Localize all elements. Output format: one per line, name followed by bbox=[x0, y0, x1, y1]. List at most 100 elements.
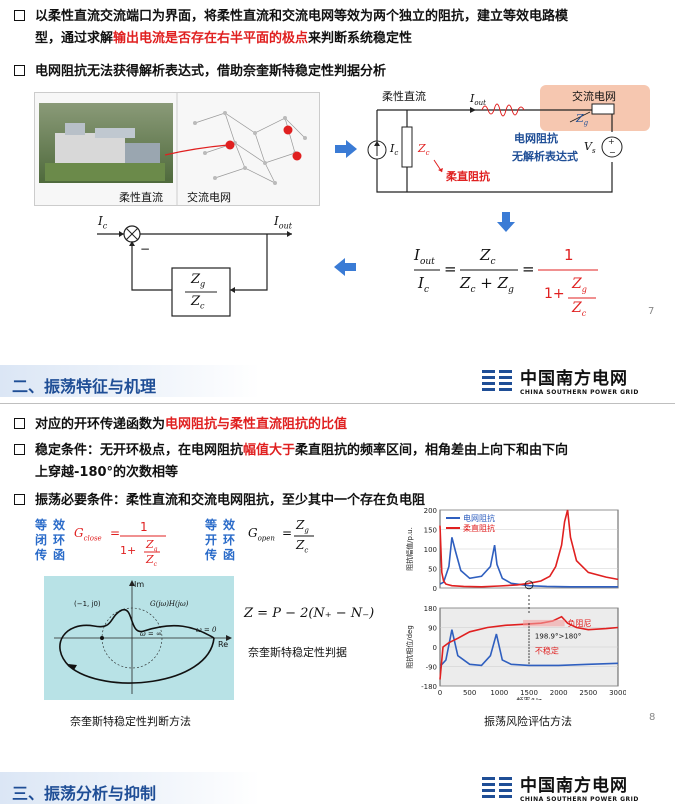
circuit-label-flex-dc: 柔性直流 bbox=[382, 90, 426, 103]
page-number-7: 7 bbox=[648, 306, 655, 317]
formula-lhs-den: Ic bbox=[418, 274, 429, 295]
formula-mid-den: Zc + Zg bbox=[460, 274, 514, 295]
negative-damping-region bbox=[523, 619, 565, 627]
chart-xlabel: 频率/Hz bbox=[516, 696, 542, 700]
nyquist-gh-label: G(jω)H(jω) bbox=[150, 600, 189, 608]
closed-loop-label-col2: 效环函 bbox=[52, 518, 65, 562]
chart-legend-label: 电网阻抗 bbox=[463, 513, 495, 523]
chart-ytick-label: 180 bbox=[424, 605, 437, 613]
chart-xtick-label: 1000 bbox=[490, 689, 508, 697]
formula-rhs-frac-den: Zc bbox=[572, 300, 587, 318]
bullet-4: 稳定条件：无开环极点，在电网阻抗幅值大于柔直阻抗的频率区间，相角差由上向下和由下… bbox=[14, 440, 664, 484]
chart-ytick-label: 200 bbox=[424, 507, 437, 515]
checkbox-bullet-icon bbox=[14, 494, 25, 505]
bullet-highlight: 输出电流是否存在右半平面的极点 bbox=[113, 31, 309, 46]
page-number-8: 8 bbox=[649, 712, 656, 723]
svg-text:+: + bbox=[608, 137, 615, 146]
chart-legend-label: 柔直阻抗 bbox=[463, 523, 495, 533]
chart-series-line-0 bbox=[439, 629, 619, 668]
bullet-1: 以柔性直流交流端口为界面，将柔性直流和交流电网等效为两个独立的阻抗，建立等效电路… bbox=[14, 6, 664, 50]
g-close-num: 1 bbox=[140, 520, 148, 534]
formula-equals-1: = bbox=[444, 260, 457, 278]
company-logo-2: 中国南方电网 CHINA SOUTHERN POWER GRID bbox=[480, 771, 639, 803]
g-close-den-one: 1+ bbox=[120, 544, 137, 557]
label-grid-impedance: 电网阻抗 bbox=[514, 132, 558, 145]
chart-series-line-1 bbox=[439, 509, 619, 588]
csg-logo-icon bbox=[482, 368, 512, 392]
svg-text:−: − bbox=[609, 148, 616, 157]
nyquist-w0-label: ω = 0 bbox=[196, 626, 217, 634]
label-v-s: Vs bbox=[584, 140, 596, 156]
nyquist-caption: 奈奎斯特稳定性判断方法 bbox=[70, 715, 191, 728]
g-open-zc: Zc bbox=[296, 538, 309, 555]
block-input-ic: Ic bbox=[98, 214, 108, 231]
section-2-banner bbox=[0, 365, 260, 397]
label-i-c: Ic bbox=[390, 142, 399, 158]
g-close-equals: = bbox=[110, 526, 121, 540]
g-close-formula: Gclose = 1 1+ Zg Zc bbox=[74, 510, 174, 568]
label-i-out: Iout bbox=[470, 92, 486, 108]
checkbox-bullet-icon bbox=[14, 444, 25, 455]
nyquist-im-label: Im bbox=[134, 580, 145, 589]
circuit-label-ac-grid: 交流电网 bbox=[572, 90, 616, 103]
label-z-c: Zc bbox=[418, 142, 430, 158]
chart-ytick-label: 0 bbox=[433, 644, 437, 652]
formula-rhs-den-one: 1+ bbox=[544, 286, 565, 302]
nyquist-criterion-label: 奈奎斯特稳定性判据 bbox=[248, 646, 347, 659]
chart-xtick-label: 3000 bbox=[609, 689, 626, 697]
open-loop-label-col2: 效环函 bbox=[222, 518, 235, 562]
g-open-bars bbox=[294, 535, 314, 537]
bullet-text: 来判断系统稳定性 bbox=[308, 31, 413, 46]
g-open-formula: Gopen = Zg Zc bbox=[248, 514, 328, 562]
g-close-zg: Zg bbox=[146, 538, 158, 554]
g-open-symbol: Gopen bbox=[248, 526, 275, 543]
logo-text-en: CHINA SOUTHERN POWER GRID bbox=[520, 796, 639, 803]
chart-xtick-label: 2500 bbox=[579, 689, 597, 697]
formula-lhs-num: Iout bbox=[414, 246, 435, 267]
annotation-phase-diff: 198.9°>180° bbox=[535, 632, 581, 640]
nyquist-curve bbox=[54, 580, 232, 694]
block-output-iout: Iout bbox=[274, 214, 292, 231]
closed-loop-label-col1: 等闭传 bbox=[34, 518, 47, 562]
chart-ylabel: 阻抗幅值/p.u. bbox=[405, 527, 414, 571]
impedance-chart-svg: 050100150200阻抗幅值/p.u.电网阻抗柔直阻抗-180-900901… bbox=[405, 507, 627, 705]
arrow-left-icon bbox=[334, 258, 356, 276]
risk-caption: 振荡风险评估方法 bbox=[484, 715, 572, 728]
equivalent-circuit: + − 柔性直流 交流电网 Iout Zg Ic Zc Vs 电网阻抗 无解析表… bbox=[362, 82, 662, 207]
block-minus-sign: − bbox=[140, 242, 151, 256]
z-formula: Z = P − 2(N₊ − N₋) bbox=[244, 606, 375, 621]
formula-fraction-bars bbox=[414, 269, 598, 299]
section-3-title: 三、振荡分析与抑制 bbox=[12, 784, 157, 803]
formula-rhs-frac-num: Zg bbox=[572, 276, 587, 294]
logo-text-en: CHINA SOUTHERN POWER GRID bbox=[520, 389, 639, 396]
nyquist-point-label: (−1, j0) bbox=[74, 600, 101, 608]
block-fb-num: Zg bbox=[191, 272, 206, 289]
csg-logo-icon bbox=[482, 775, 512, 799]
bullet-text: 以柔性直流交流端口为界面，将柔性直流和交流电网等效为两个独立的阻抗，建立等效电路… bbox=[35, 9, 569, 24]
chart-ytick-label: -180 bbox=[421, 683, 437, 691]
annotation-negative-damping: 负阻尼 bbox=[568, 618, 592, 628]
g-open-zg: Zg bbox=[296, 518, 309, 535]
company-logo: 中国南方电网 CHINA SOUTHERN POWER GRID bbox=[480, 364, 639, 396]
checkbox-bullet-icon bbox=[14, 10, 25, 21]
label-no-analytic-expr: 无解析表达式 bbox=[512, 150, 578, 163]
arrow-right-icon bbox=[335, 140, 357, 158]
bullet-2: 电网阻抗无法获得解析表达式，借助奈奎斯特稳定性判据分析 bbox=[14, 61, 386, 83]
g-close-zc: Zc bbox=[146, 553, 158, 569]
section-2-title: 二、振荡特征与机理 bbox=[12, 377, 157, 396]
photo-label-flex-dc: 柔性直流 bbox=[119, 191, 163, 204]
checkbox-bullet-icon bbox=[14, 65, 25, 76]
formula-equals-2: = bbox=[522, 260, 535, 278]
nyquist-winf-label: ω = ∞ bbox=[140, 630, 162, 638]
chart-ytick-label: 90 bbox=[428, 625, 437, 633]
chart-ytick-label: 150 bbox=[424, 527, 437, 535]
chart-xtick-label: 0 bbox=[438, 689, 442, 697]
logo-text-cn: 中国南方电网 bbox=[520, 369, 628, 389]
label-z-g: Zg bbox=[576, 112, 589, 128]
formula-mid-num: Zc bbox=[480, 246, 496, 267]
annotation-unstable: 不稳定 bbox=[535, 646, 559, 656]
chart-ytick-label: -90 bbox=[426, 664, 437, 672]
g-close-symbol: Gclose bbox=[74, 526, 102, 543]
chart-series-line-0 bbox=[439, 537, 618, 588]
